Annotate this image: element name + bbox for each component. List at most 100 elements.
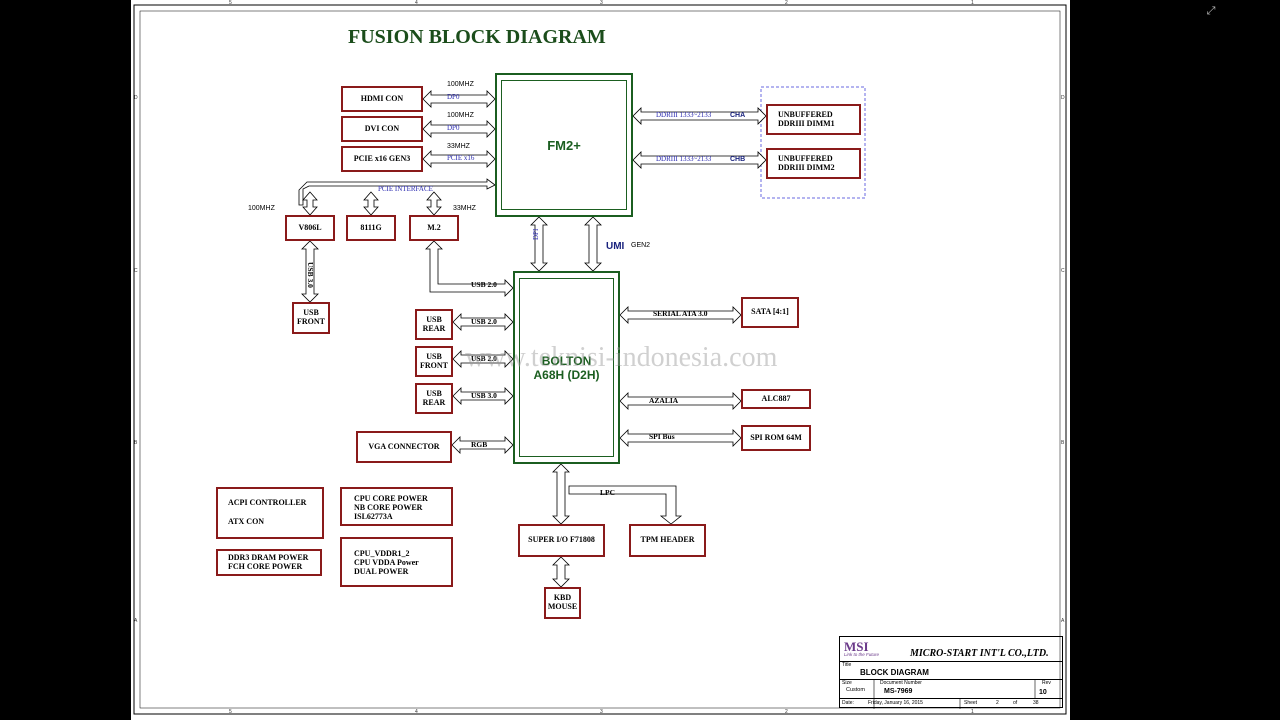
dvi-freq-label: 100MHZ xyxy=(447,112,474,119)
title-row: Title BLOCK DIAGRAM xyxy=(840,661,1062,680)
cpu-core-line2: NB CORE POWER xyxy=(354,502,423,512)
ddr3-line2: FCH CORE POWER xyxy=(228,561,303,571)
usb-front-top-line2: FRONT xyxy=(297,317,325,326)
diagram-title: FUSION BLOCK DIAGRAM xyxy=(348,26,606,48)
ruler-left-c: C xyxy=(134,268,138,274)
rev-label: Rev xyxy=(1042,680,1051,686)
expand-icon[interactable]: ⤢ xyxy=(1206,5,1216,17)
ruler-top-1: 1 xyxy=(971,0,974,6)
rear2-usb-label: USB 3.0 xyxy=(471,391,497,400)
vddr-line1: CPU_VDDR1_2 xyxy=(354,549,410,558)
ddr3-line1: DDR3 DRAM POWER xyxy=(228,552,309,562)
usb-rear-2-line1: USB xyxy=(426,388,442,398)
rgb-label: RGB xyxy=(471,440,488,449)
ruler-bottom-1: 1 xyxy=(971,709,974,715)
acpi-line1: ACPI CONTROLLER xyxy=(228,498,307,508)
dimm1-block: UNBUFFERED DDRIII DIMM1 xyxy=(766,104,861,135)
fm2-chip xyxy=(495,73,633,217)
m2-usb-label: USB 2.0 xyxy=(471,280,497,289)
ruler-left-b: B xyxy=(134,440,138,446)
dvi-connector-block: DVI CON xyxy=(341,116,423,142)
outer-border xyxy=(133,4,1067,715)
ruler-top-5: 5 xyxy=(229,0,232,6)
msi-logo: MSI xyxy=(844,639,869,654)
alc887-block: ALC887 xyxy=(741,389,811,409)
rev-value: 10 xyxy=(1039,689,1047,696)
ruler-top-3: 3 xyxy=(600,0,603,6)
pcie-x16-block: PCIE x16 GEN3 xyxy=(341,146,423,172)
title-field-label: Title xyxy=(842,662,852,668)
freq-33mhz-label: 33MHZ xyxy=(453,205,476,212)
gen2-label: GEN2 xyxy=(631,242,651,249)
serial-ata-label: SERIAL ATA 3.0 xyxy=(653,309,708,318)
usb-rear-1-line2: REAR xyxy=(422,323,446,333)
usb-front-top-line1: USB xyxy=(303,308,319,318)
date-row: Date: Friday, January 16, 2015 Sheet 2 o… xyxy=(840,698,1062,709)
dimm1-line2: DDRIII DIMM1 xyxy=(778,118,835,128)
lpc-superio-arrow xyxy=(552,463,570,525)
lpc-tpm-arrow xyxy=(568,485,683,525)
tpm-header-block: TPM HEADER xyxy=(629,524,706,557)
m2-usb-arrow xyxy=(425,240,514,297)
spi-arrow xyxy=(619,429,742,447)
cpu-core-line1: CPU CORE POWER xyxy=(354,494,428,503)
of-label: of xyxy=(1013,700,1018,706)
usb-rear-1-block: USB REAR xyxy=(415,309,453,340)
usb-front-line2: FRONT xyxy=(420,360,448,370)
usb30-vertical-label: USB 3.0 xyxy=(306,262,315,288)
azalia-label: AZALIA xyxy=(649,396,679,405)
signal-arrows xyxy=(298,90,767,588)
ruler-top-4: 4 xyxy=(415,0,418,6)
size-label: Size xyxy=(842,680,852,686)
spi-rom-block: SPI ROM 64M xyxy=(741,425,811,451)
docnum-label: Document Number xyxy=(880,680,922,686)
freq-100mhz-label: 100MHZ xyxy=(248,205,275,212)
kbd-arrow xyxy=(552,556,570,588)
dimm2-block: UNBUFFERED DDRIII DIMM2 xyxy=(766,148,861,179)
title-block-lines xyxy=(873,679,1036,709)
dimm2-line2: DDRIII DIMM2 xyxy=(778,162,835,172)
umi-label: UMI xyxy=(606,241,625,252)
pcie-interface-label: PCIE INTERFACE xyxy=(378,185,433,193)
front-usb-label: USB 2.0 xyxy=(471,354,497,363)
usb-rear-1-line1: USB xyxy=(426,314,442,324)
cpu-core-power-block: CPU CORE POWER NB CORE POWER ISL62773A xyxy=(340,487,453,526)
dimm2-line1: UNBUFFERED xyxy=(778,153,833,163)
ruler-right-d: D xyxy=(1061,95,1065,101)
bolton-label: BOLTON A68H (D2H) xyxy=(519,278,614,457)
m2-block: M.2 xyxy=(409,215,459,241)
ruler-bottom-5: 5 xyxy=(229,709,232,715)
ruler-top-2: 2 xyxy=(785,0,788,6)
of-value: 38 xyxy=(1033,700,1039,706)
schematic-sheet: 5 4 3 2 1 5 4 3 2 1 D C B A D C B A FUSI… xyxy=(131,0,1070,720)
bolton-chip xyxy=(513,271,620,464)
title-block: MSI Link to the Future MICRO-START INT'L… xyxy=(839,636,1063,709)
sata-block: SATA [4:1] xyxy=(741,297,799,328)
fm2-label: FM2+ xyxy=(501,80,627,210)
azalia-arrow xyxy=(619,392,742,410)
usb-rear-2-line2: REAR xyxy=(422,397,446,407)
size-value: Custom xyxy=(846,687,865,693)
pcie-freq-label: 33MHZ xyxy=(447,143,470,150)
spi-bus-label: SPI Bus xyxy=(649,432,675,441)
chb-signal-label: DDRIII 1333~2133 xyxy=(656,155,712,163)
usb-front-line1: USB xyxy=(426,351,442,361)
usb-rear-2-block: USB REAR xyxy=(415,383,453,414)
chb-label: CHB xyxy=(730,156,746,163)
hdmi-freq-label: 100MHZ xyxy=(447,81,474,88)
hdmi-signal-label: DP0 xyxy=(447,93,460,101)
acpi-line2: ATX CON xyxy=(228,517,265,526)
ruler-bottom-4: 4 xyxy=(415,709,418,715)
hdmi-connector-block: HDMI CON xyxy=(341,86,423,112)
ruler-left-a: A xyxy=(134,618,138,624)
sheet-value: 2 xyxy=(996,700,999,706)
sheet-label: Sheet xyxy=(964,700,978,706)
ruler-right-a: A xyxy=(1061,618,1065,624)
kbd-mouse-line2: MOUSE xyxy=(547,602,578,611)
date-value: Friday, January 16, 2015 xyxy=(868,700,923,706)
inner-border xyxy=(139,10,1061,709)
pcie-interface-bus xyxy=(298,178,496,206)
ddr3-power-block: DDR3 DRAM POWER FCH CORE POWER xyxy=(216,549,322,576)
ruler-bottom-3: 3 xyxy=(600,709,603,715)
watermark: www.teknisi-indonesia.com xyxy=(465,342,778,373)
